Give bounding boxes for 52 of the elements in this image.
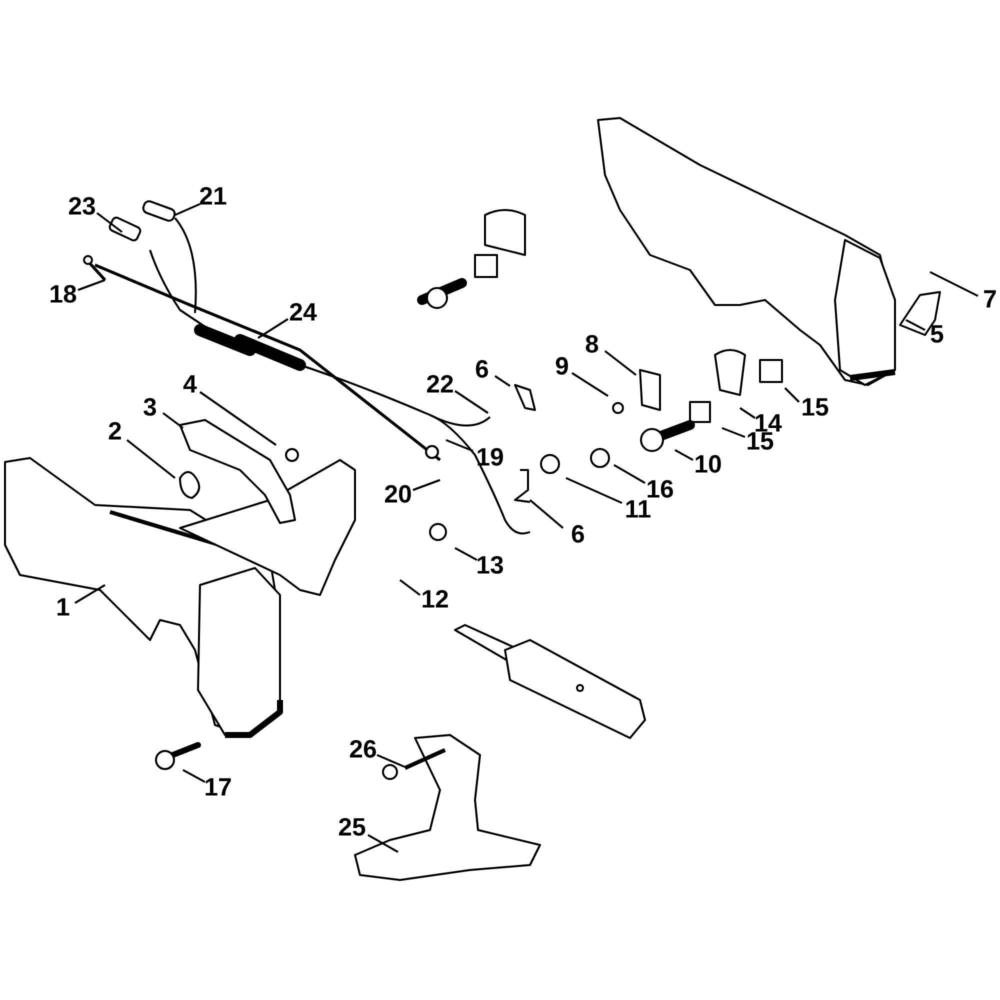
leader-line <box>126 439 176 479</box>
callout-number: 26 <box>349 738 377 762</box>
callout-number: 10 <box>694 452 722 478</box>
callout-number: 6 <box>571 522 585 548</box>
callout-number: 18 <box>49 282 77 308</box>
leader-line <box>454 390 489 414</box>
leader-line <box>412 479 440 491</box>
leader-line <box>174 203 200 216</box>
leader-line <box>566 477 622 504</box>
callout-number: 5 <box>930 322 944 348</box>
callout-number: 15 <box>801 396 829 420</box>
callout-number: 1 <box>56 596 70 620</box>
leader-line <box>604 350 637 376</box>
leader-line <box>454 547 478 561</box>
callout-number: 17 <box>204 776 232 800</box>
leader-line <box>446 439 474 452</box>
leader-line <box>906 319 926 331</box>
callout-number: 6 <box>475 358 489 382</box>
callout-number: 13 <box>476 554 504 578</box>
leader-line <box>614 464 646 484</box>
callout-number: 20 <box>384 482 412 508</box>
leader-line <box>494 375 511 387</box>
leader-line <box>376 754 406 768</box>
callout-number: 4 <box>183 372 197 398</box>
leader-line <box>199 391 277 446</box>
leader-line <box>722 427 746 438</box>
callout-number: 8 <box>585 332 599 358</box>
callout-number: 19 <box>476 446 504 470</box>
callout-number: 2 <box>108 420 122 444</box>
callout-number: 21 <box>199 184 227 210</box>
callout-number: 3 <box>143 396 157 420</box>
leader-line <box>784 387 800 403</box>
leader-line <box>529 499 564 529</box>
leader-line <box>257 318 289 339</box>
leader-line <box>78 279 106 291</box>
callout-number: 7 <box>983 288 997 312</box>
leader-line <box>930 271 978 297</box>
leader-line <box>96 212 123 233</box>
callout-number: 9 <box>555 354 569 380</box>
callout-number: 25 <box>338 816 366 840</box>
leader-line <box>674 449 694 461</box>
callout-number: 24 <box>289 300 317 326</box>
leader-line <box>182 769 206 783</box>
leader-line <box>368 834 398 853</box>
leader-line <box>162 412 184 429</box>
leader-line <box>399 579 421 596</box>
leader-line <box>74 584 106 604</box>
leader-line <box>739 407 756 419</box>
callout-number: 23 <box>68 194 96 220</box>
callout-number: 22 <box>426 372 454 398</box>
leader-line <box>571 372 609 397</box>
callout-number: 12 <box>421 588 449 612</box>
